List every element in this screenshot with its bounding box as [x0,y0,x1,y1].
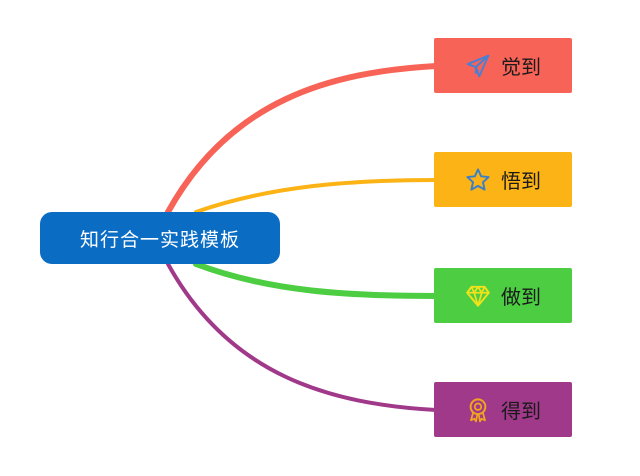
connector-line-wu-dao [194,178,438,214]
paper-plane-icon [465,53,491,79]
connector-line-de-dao [166,262,438,412]
connector-line-jue-dao [165,63,439,215]
connector-line-zuo-dao [193,261,439,299]
root-node[interactable]: 知行合一实践模板 [40,212,280,264]
branch-node-wu-dao[interactable]: 悟到 [434,152,572,207]
root-node-label: 知行合一实践模板 [79,228,240,251]
branch-label: 得到 [501,399,541,423]
award-ribbon-icon [465,397,491,423]
branch-node-de-dao[interactable]: 得到 [434,382,572,437]
branch-node-zuo-dao[interactable]: 做到 [434,268,572,323]
branch-label: 悟到 [501,169,541,193]
diamond-icon [465,283,491,309]
star-icon [465,167,491,193]
branch-node-jue-dao[interactable]: 觉到 [434,38,572,93]
branch-label: 做到 [501,285,541,309]
branch-label: 觉到 [501,55,541,79]
